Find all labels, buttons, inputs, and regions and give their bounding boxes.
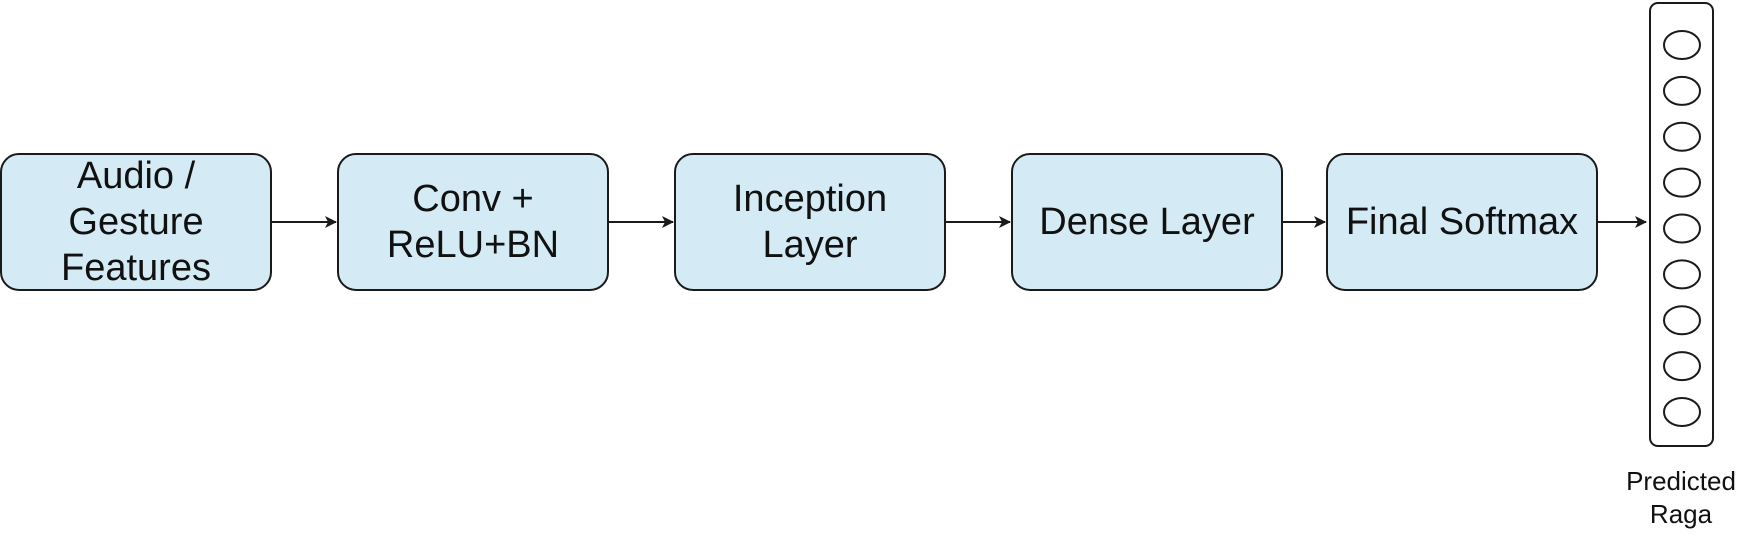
output-node xyxy=(1663,351,1701,382)
block-label-conv-relu-bn: Conv + ReLU+BN xyxy=(386,178,560,266)
output-nodes xyxy=(1663,30,1701,427)
output-label-predicted-raga: Predicted Raga xyxy=(1626,466,1736,529)
output-node xyxy=(1663,121,1701,152)
block-label-audio-gesture-features: Audio / Gesture Features xyxy=(61,155,211,289)
output-node xyxy=(1663,75,1701,106)
output-node xyxy=(1663,213,1701,244)
output-node xyxy=(1663,305,1701,336)
block-label-dense-layer: Dense Layer xyxy=(1039,201,1255,243)
block-label-final-softmax: Final Softmax xyxy=(1345,201,1579,243)
output-node xyxy=(1663,30,1701,60)
output-node xyxy=(1663,397,1701,427)
output-node xyxy=(1663,167,1701,198)
output-node xyxy=(1663,259,1701,290)
block-label-inception-layer: Inception Layer xyxy=(732,178,888,266)
